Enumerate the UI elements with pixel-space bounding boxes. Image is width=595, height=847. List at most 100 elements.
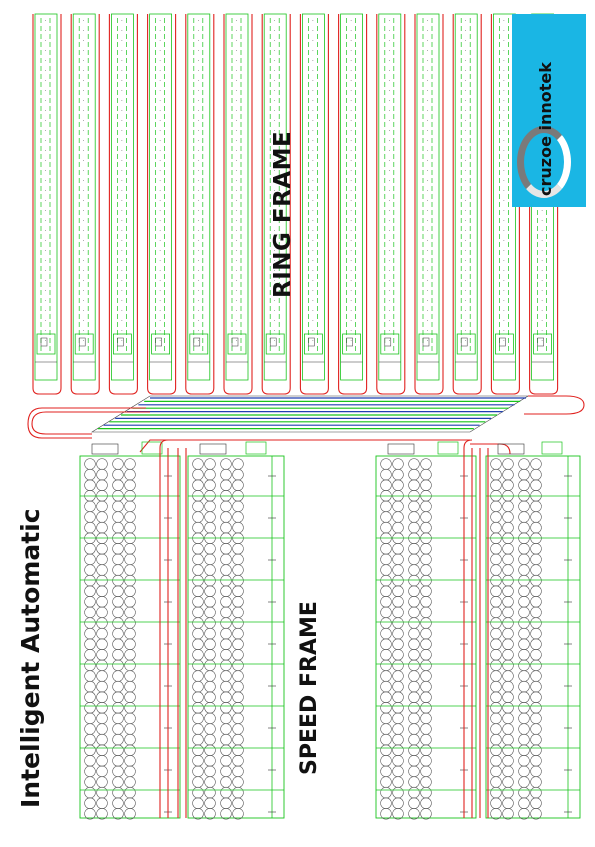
ring-frame-rail xyxy=(261,14,291,395)
bobbin xyxy=(392,649,404,661)
ring-frame-row xyxy=(185,13,215,395)
bobbin xyxy=(192,808,204,820)
bobbin xyxy=(204,585,216,597)
bobbin xyxy=(192,691,204,703)
bobbin xyxy=(124,479,136,491)
bobbin xyxy=(220,649,232,661)
bobbin xyxy=(220,702,232,714)
bobbin xyxy=(408,670,420,682)
bobbin xyxy=(220,521,232,534)
bobbin xyxy=(380,606,392,619)
bobbin xyxy=(502,808,514,820)
bobbin xyxy=(204,500,216,513)
bobbin xyxy=(112,723,124,735)
bobbin xyxy=(220,808,232,820)
bobbin xyxy=(408,479,420,491)
bobbin xyxy=(420,596,432,608)
bobbin xyxy=(490,691,502,703)
bobbin xyxy=(204,723,216,735)
bobbin xyxy=(124,521,136,534)
bobbin xyxy=(420,564,432,576)
bobbin xyxy=(420,521,432,534)
ring-frame-body xyxy=(378,13,402,381)
headstock-detail xyxy=(117,337,124,347)
bobbin xyxy=(96,776,108,788)
bobbin xyxy=(490,776,502,788)
bobbin xyxy=(112,585,124,597)
bobbin xyxy=(112,702,124,714)
bobbin xyxy=(124,744,136,756)
bobbin xyxy=(518,712,530,725)
bobbin xyxy=(232,606,244,619)
ring-frame-headstock xyxy=(494,333,514,355)
ring-frame-headstock xyxy=(456,333,476,355)
bobbin xyxy=(408,553,420,566)
bobbin xyxy=(220,606,232,619)
bobbin xyxy=(380,596,392,608)
bobbin xyxy=(530,564,542,576)
ring-frame-rail xyxy=(223,14,253,395)
bobbin xyxy=(518,691,530,703)
bobbin xyxy=(502,755,514,767)
bobbin xyxy=(232,553,244,566)
bobbin xyxy=(408,659,420,672)
bobbin xyxy=(112,765,124,778)
bobbin xyxy=(204,553,216,566)
bobbin xyxy=(502,765,514,778)
bobbin xyxy=(112,606,124,619)
bobbin xyxy=(192,723,204,735)
bobbin xyxy=(502,797,514,809)
bobbin xyxy=(220,543,232,555)
ring-frame-headstock xyxy=(189,333,209,355)
bobbin xyxy=(502,564,514,576)
bobbin xyxy=(420,543,432,555)
ring-frame-body xyxy=(34,13,58,381)
ring-frame-rail xyxy=(147,14,177,395)
speed-frame-body xyxy=(79,455,181,819)
bobbin xyxy=(420,680,432,693)
bobbin xyxy=(408,691,420,703)
ring-frame-headstock xyxy=(418,333,438,355)
bobbin xyxy=(380,733,392,746)
bobbin xyxy=(490,670,502,682)
bobbin xyxy=(232,723,244,735)
bobbin xyxy=(408,511,420,523)
bobbin xyxy=(502,723,514,735)
bobbin xyxy=(502,786,514,799)
bobbin xyxy=(530,468,542,481)
ring-frame-rail xyxy=(376,14,406,395)
bobbin xyxy=(408,744,420,756)
bobbin xyxy=(518,670,530,682)
bobbin xyxy=(380,723,392,735)
ring-frame-row xyxy=(299,13,329,395)
ring-frame-block xyxy=(32,13,559,395)
ring-frame-row xyxy=(452,13,482,395)
ring-frame-row xyxy=(223,13,253,395)
bobbin xyxy=(220,564,232,576)
bobbin xyxy=(490,702,502,714)
bobbin xyxy=(232,617,244,629)
bobbin xyxy=(112,500,124,513)
bobbin xyxy=(96,797,108,809)
bobbin xyxy=(502,458,514,470)
ring-frame-title: RING FRAME xyxy=(270,130,296,298)
ring-frame-rail xyxy=(452,14,482,395)
bobbin xyxy=(392,543,404,555)
ring-frame-headstock xyxy=(265,333,285,355)
bobbin xyxy=(84,458,96,470)
bobbin xyxy=(232,797,244,809)
bobbin xyxy=(84,702,96,714)
bobbin xyxy=(518,797,530,809)
bobbin xyxy=(220,468,232,481)
bobbin xyxy=(112,755,124,767)
bobbin xyxy=(490,649,502,661)
bobbin xyxy=(518,574,530,587)
bobbin xyxy=(530,617,542,629)
bobbin xyxy=(220,479,232,491)
bobbin xyxy=(192,617,204,629)
headstock-detail xyxy=(422,337,430,347)
bobbin xyxy=(380,744,392,756)
bobbin xyxy=(96,680,108,693)
ring-frame-body xyxy=(187,13,211,381)
headstock-detail xyxy=(346,337,353,347)
